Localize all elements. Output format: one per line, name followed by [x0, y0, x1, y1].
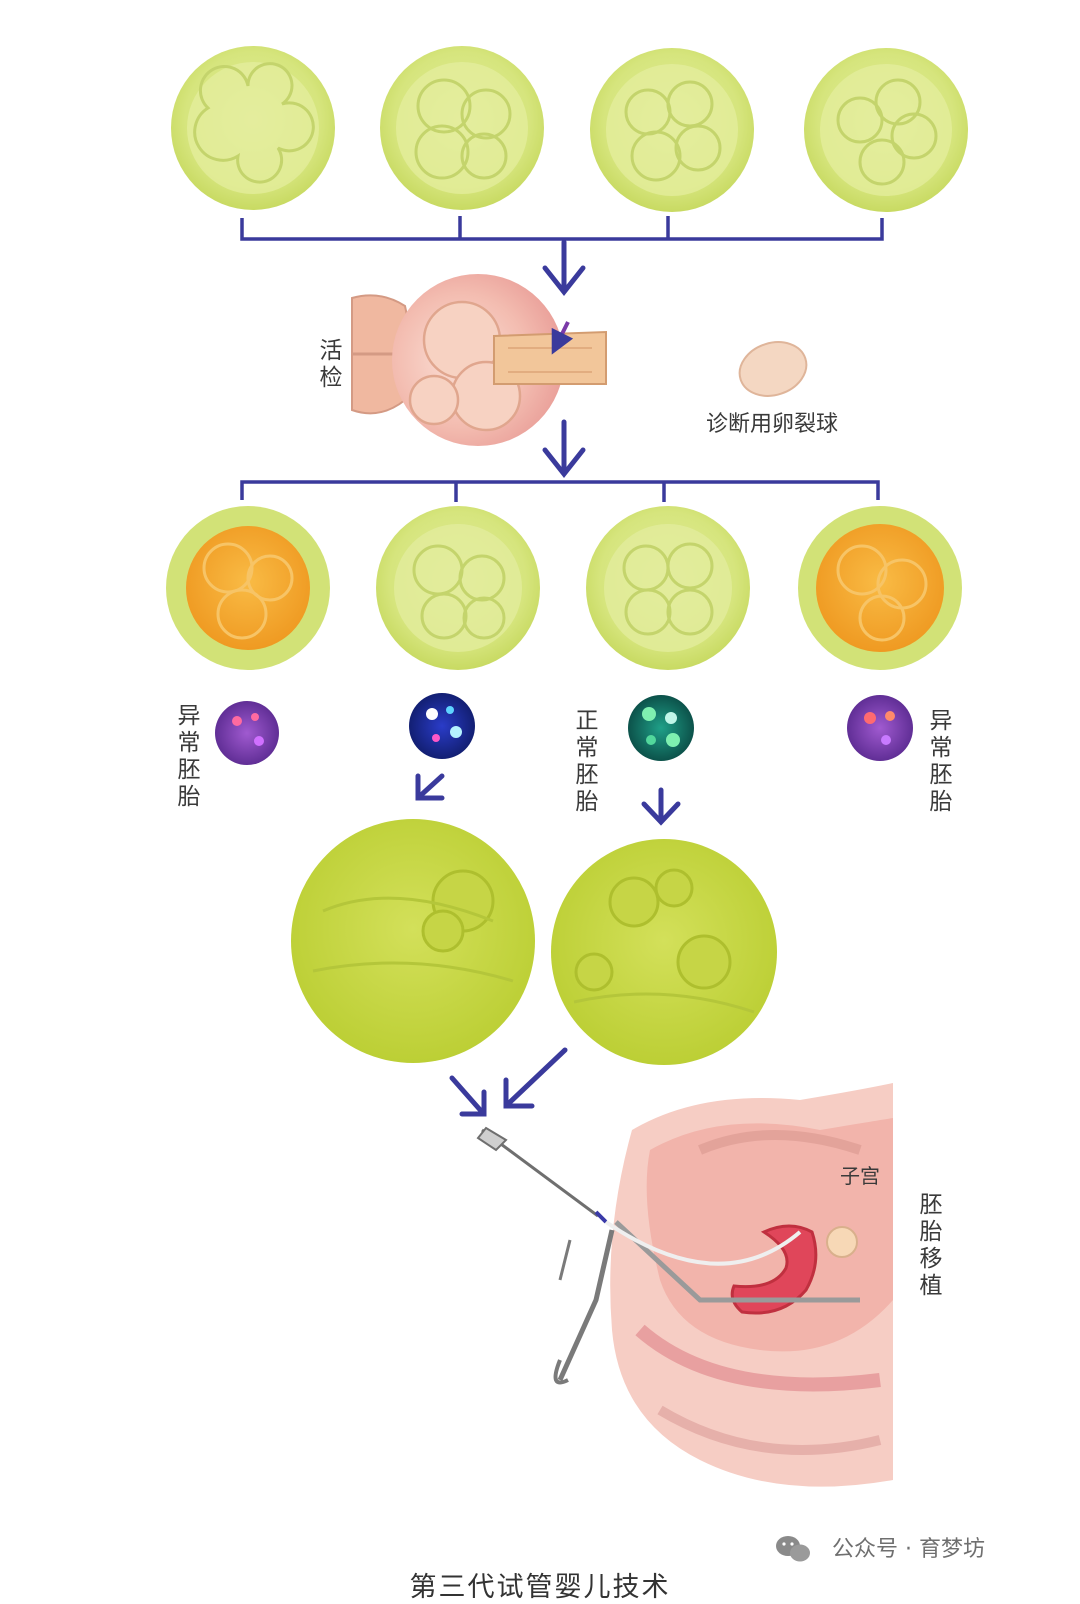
label-uterus: 子宫 [840, 1164, 880, 1188]
nucleus-normal-1 [409, 693, 475, 759]
embryo-4 [804, 48, 968, 212]
arrow-to-blastocyst-2 [641, 787, 681, 826]
label-abnormal-embryo-right: 异常胚胎 [929, 708, 953, 815]
arrow-down-2 [542, 419, 586, 479]
arrow-to-blastocyst-1 [415, 773, 445, 801]
embryo-2 [380, 46, 544, 210]
label-abnormal-embryo-left: 异常胚胎 [177, 703, 201, 810]
fish-nuclei [215, 693, 913, 765]
diagnostic-blastomere [738, 341, 808, 397]
label-diagnostic-blastomere: 诊断用卵裂球 [706, 412, 839, 437]
abnormal-embryo-1 [166, 506, 330, 670]
nucleus-normal-2 [628, 695, 694, 761]
watermark: 公众号 · 育梦坊 [790, 1530, 985, 1564]
label-embryo-transfer: 胚胎移植 [919, 1192, 943, 1299]
arrows-to-catheter [449, 1047, 568, 1117]
bracket-1 [240, 216, 884, 241]
embryo-3 [590, 48, 754, 212]
label-normal-embryo: 正常胚胎 [575, 708, 599, 815]
figure-caption: 第三代试管婴儿技术 [409, 1572, 671, 1603]
wechat-icon [776, 1536, 810, 1562]
nucleus-abnormal-1 [215, 701, 279, 765]
embryo-1 [171, 46, 335, 210]
large-embryo-1 [291, 819, 535, 1063]
label-biopsy: 活检 [319, 338, 343, 391]
bracket-2 [240, 480, 880, 502]
normal-embryo-2 [586, 506, 750, 670]
watermark-text: 公众号 · 育梦坊 [832, 1537, 985, 1562]
nucleus-abnormal-2 [847, 695, 913, 761]
uterus-transfer-illustration [476, 1083, 893, 1487]
large-embryos [291, 819, 777, 1065]
arrow-down-1 [542, 239, 586, 297]
embryo-row-2 [166, 506, 962, 670]
abnormal-embryo-2 [798, 506, 962, 670]
embryo-row-1 [171, 46, 968, 212]
large-embryo-2 [551, 839, 777, 1065]
watermark-icon-slot [790, 1533, 824, 1561]
normal-embryo-1 [376, 506, 540, 670]
biopsy-illustration [351, 274, 607, 446]
